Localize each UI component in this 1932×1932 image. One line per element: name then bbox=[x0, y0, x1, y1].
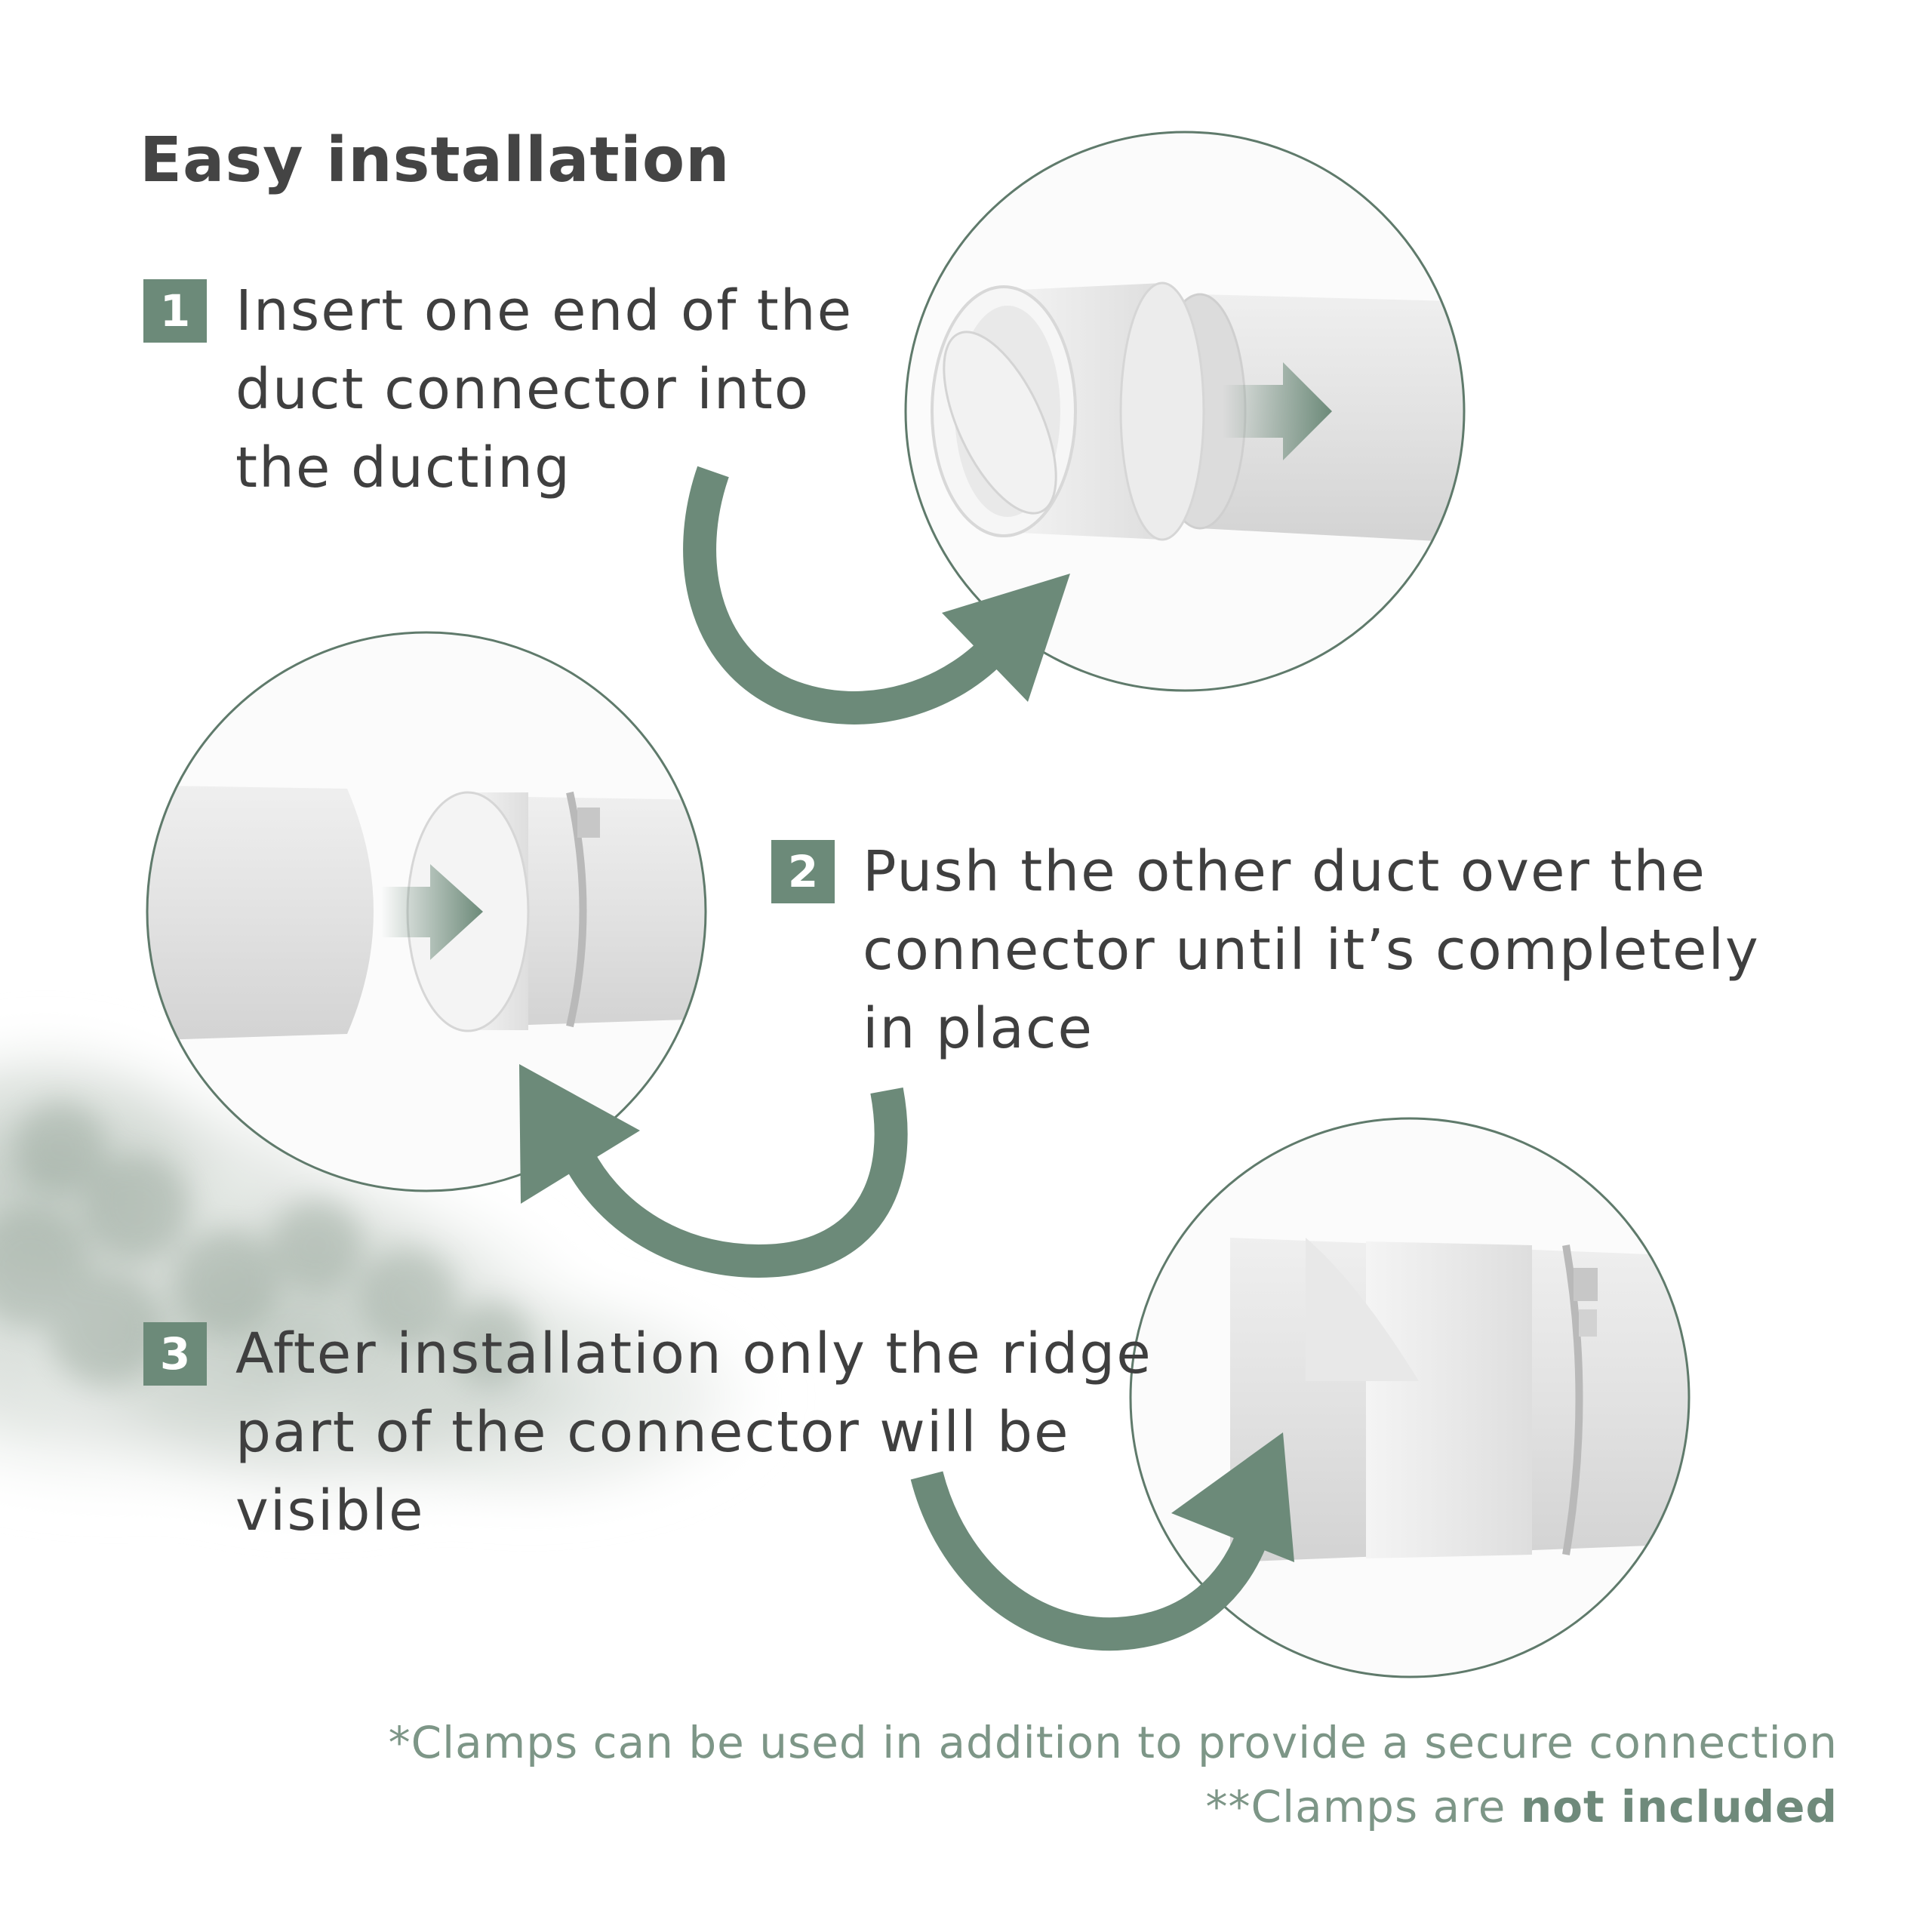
curved-arrow-icon bbox=[910, 1432, 1294, 1651]
step1-text: Insert one end of the duct connector int… bbox=[235, 272, 853, 507]
step-text-line: in place bbox=[863, 996, 1094, 1061]
page-title: Easy installation bbox=[140, 125, 731, 196]
push-arrow-icon bbox=[1223, 362, 1332, 460]
step-text-line: connector until it’s completely bbox=[863, 918, 1760, 983]
forest-silhouette bbox=[0, 1102, 532, 1385]
note-text: **Clamps are bbox=[1205, 1781, 1521, 1832]
curved-arrow-icon bbox=[683, 466, 1070, 724]
step1-image bbox=[904, 131, 1466, 692]
step-text-line: visible bbox=[235, 1478, 425, 1543]
step-text-line: After installation only the ridge bbox=[235, 1321, 1152, 1386]
step-text-line: part of the connector will be bbox=[235, 1400, 1070, 1465]
step-text-line: Push the other duct over the bbox=[863, 839, 1706, 904]
step-number-badge: 2 bbox=[771, 840, 835, 903]
step2-text: Push the other duct over the connector u… bbox=[863, 832, 1760, 1068]
step-number-badge: 3 bbox=[143, 1322, 207, 1386]
step-text-line: the ducting bbox=[235, 435, 571, 500]
step3-text: After installation only the ridge part o… bbox=[235, 1315, 1152, 1550]
step-text-line: Insert one end of the bbox=[235, 278, 854, 343]
clamps-note: *Clamps can be used in addition to provi… bbox=[388, 1717, 1838, 1768]
note-emphasis: not included bbox=[1520, 1781, 1838, 1832]
step2-image bbox=[146, 631, 707, 1192]
step-text-line: duct connector into bbox=[235, 357, 811, 422]
curved-arrow-icon bbox=[519, 1064, 908, 1278]
step-number-badge: 1 bbox=[143, 279, 207, 343]
clamps-not-included-note: **Clamps are not included bbox=[1205, 1781, 1838, 1832]
push-arrow-icon bbox=[381, 864, 483, 960]
